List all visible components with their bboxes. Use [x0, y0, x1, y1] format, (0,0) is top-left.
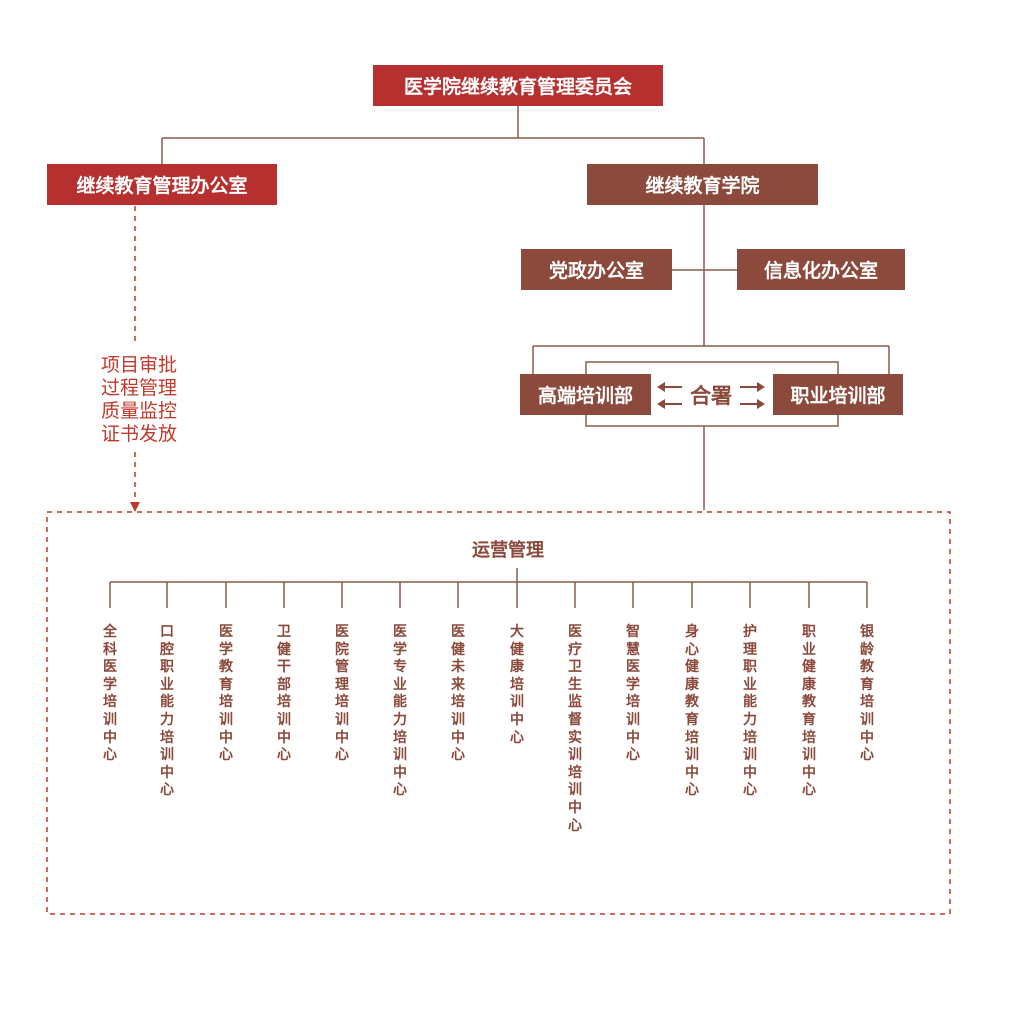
training-center-8: 大健康培训中心 [510, 624, 524, 746]
training-center-1: 全科医学培训中心 [103, 624, 117, 764]
committee-box: 医学院继续教育管理委员会 [373, 65, 663, 106]
info-office-box: 信息化办公室 [737, 249, 905, 290]
training-center-3: 医学教育培训中心 [219, 624, 233, 764]
party-office-box: 党政办公室 [521, 249, 672, 290]
training-center-5: 医院管理培训中心 [335, 624, 349, 764]
training-center-6: 医学专业能力培训中心 [393, 624, 407, 799]
training-center-10: 智慧医学培训中心 [626, 624, 640, 764]
training-center-11: 身心健康教育培训中心 [685, 624, 699, 799]
training-center-9: 医疗卫生监督实训培训中心 [568, 624, 582, 834]
operations-title: 运营管理 [472, 540, 544, 561]
office-duties: 项目审批 过程管理 质量监控 证书发放 [84, 354, 194, 446]
training-center-13: 职业健康教育培训中心 [802, 624, 816, 799]
training-center-2: 口腔职业能力培训中心 [160, 624, 174, 799]
office-box: 继续教育管理办公室 [47, 164, 277, 205]
training-center-4: 卫健干部培训中心 [277, 624, 291, 764]
training-center-12: 护理职业能力培训中心 [743, 624, 757, 799]
college-box: 继续教育学院 [587, 164, 818, 205]
duty-item: 质量监控 [100, 400, 177, 422]
training-center-7: 医健未来培训中心 [451, 624, 465, 764]
duty-item: 证书发放 [100, 423, 177, 445]
merge-label: 合署 [690, 383, 732, 408]
duty-item: 项目审批 [100, 354, 177, 376]
high-end-training-box: 高端培训部 [520, 374, 651, 415]
training-center-14: 银龄教育培训中心 [860, 624, 874, 764]
duty-item: 过程管理 [100, 377, 177, 399]
vocational-training-box: 职业培训部 [773, 374, 903, 415]
